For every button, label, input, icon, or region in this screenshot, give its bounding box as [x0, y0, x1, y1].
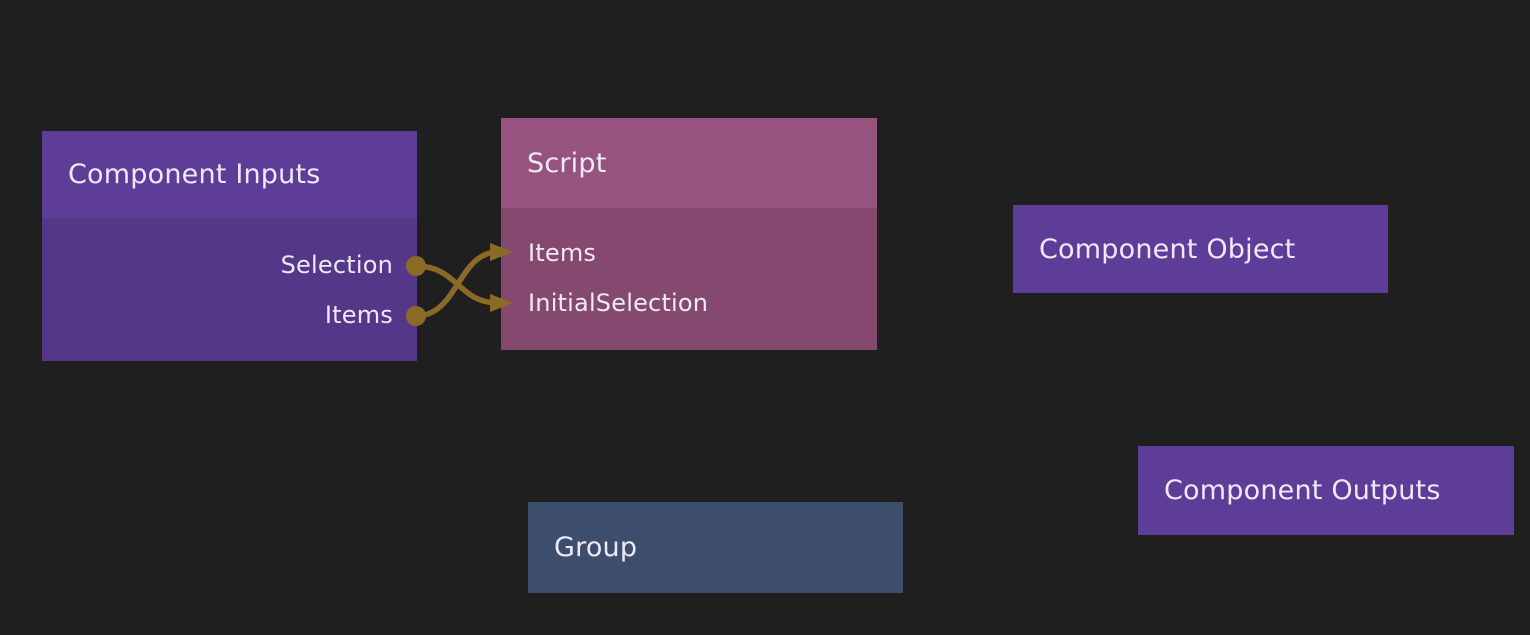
node-title: Component Inputs	[68, 159, 321, 190]
output-port-selection[interactable]: Selection	[42, 240, 417, 290]
wire-items-to-items[interactable]	[413, 249, 501, 319]
node-group[interactable]: Group	[528, 502, 903, 593]
port-label: Selection	[280, 251, 393, 279]
node-component-object[interactable]: Component Object	[1013, 205, 1388, 293]
node-title: Component Outputs	[1164, 475, 1441, 506]
node-component-inputs-header[interactable]: Component Inputs	[42, 131, 417, 218]
output-port-dot-selection[interactable]	[406, 256, 426, 276]
output-port-dot-items[interactable]	[406, 306, 426, 326]
node-component-outputs-header[interactable]: Component Outputs	[1138, 446, 1514, 535]
port-label: InitialSelection	[528, 289, 709, 317]
node-script-header[interactable]: Script	[501, 118, 877, 208]
port-label: Items	[528, 239, 597, 267]
node-title: Group	[554, 532, 638, 563]
node-group-header[interactable]: Group	[528, 502, 903, 593]
node-script[interactable]: Script Items InitialSelection	[501, 118, 877, 350]
node-component-outputs[interactable]: Component Outputs	[1138, 446, 1514, 535]
port-label: Items	[324, 301, 393, 329]
node-component-inputs-body: Selection Items	[42, 218, 417, 361]
output-port-items[interactable]: Items	[42, 290, 417, 340]
input-port-initialselection[interactable]: InitialSelection	[501, 278, 877, 328]
node-component-object-header[interactable]: Component Object	[1013, 205, 1388, 293]
node-component-inputs[interactable]: Component Inputs Selection Items	[42, 131, 417, 361]
node-title: Component Object	[1039, 233, 1296, 265]
node-title: Script	[527, 147, 607, 179]
node-script-body: Items InitialSelection	[501, 208, 877, 350]
input-port-items[interactable]: Items	[501, 228, 877, 278]
